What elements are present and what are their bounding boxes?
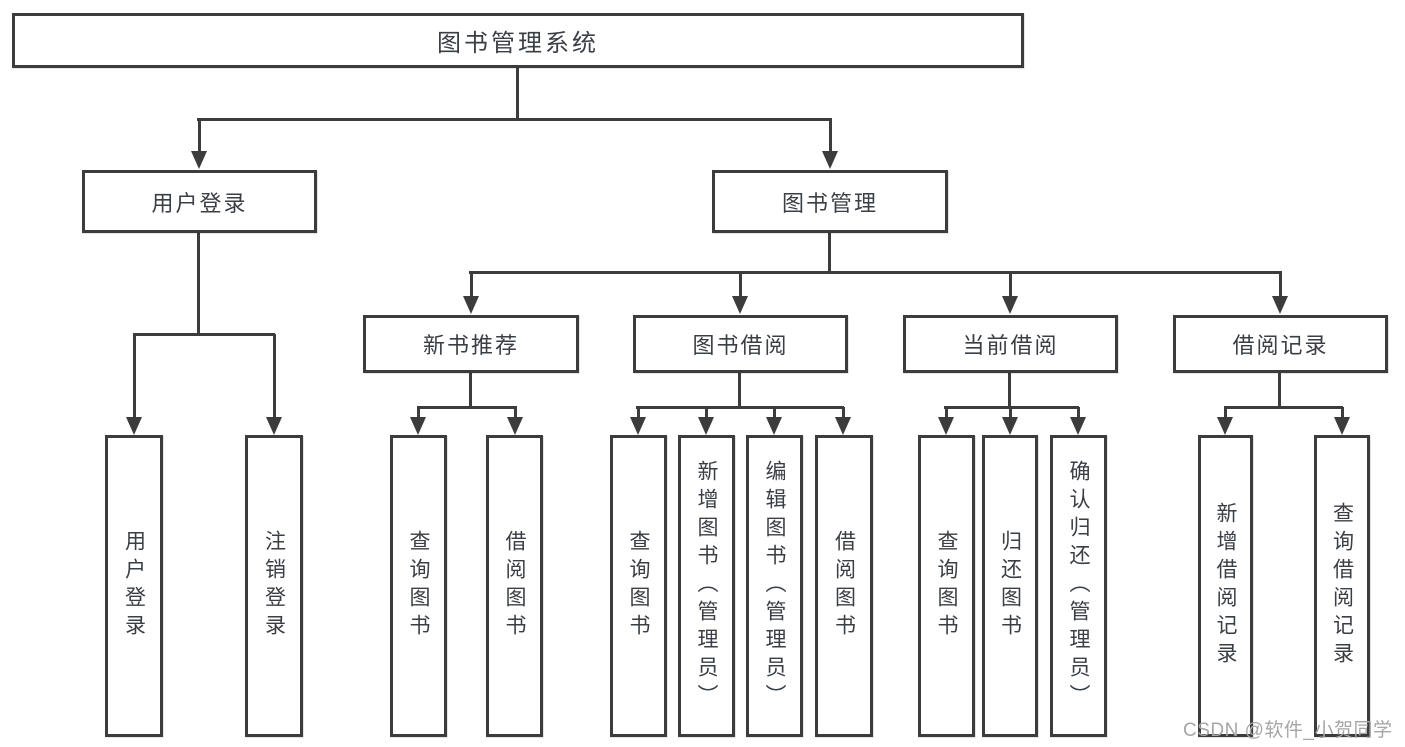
leaf-borrow-books-recommend: 借阅图书 (486, 435, 543, 737)
arrow-head-icon (463, 296, 479, 314)
connector-stem (516, 68, 519, 120)
arrow-head-icon (266, 417, 282, 435)
arrow-head-icon (835, 417, 851, 435)
connector-stem (1278, 373, 1281, 409)
node-label: 新增图书（管理员） (695, 460, 718, 712)
arrow-shaft (133, 334, 136, 419)
leaf-edit-book-admin: 编辑图书（管理员） (746, 435, 803, 737)
arrow-shaft (705, 407, 708, 419)
leaf-return-books: 归还图书 (982, 435, 1038, 737)
connector-stem (828, 233, 831, 274)
node-label: 查询图书 (935, 530, 958, 642)
connector-stem (1008, 373, 1011, 409)
node-label: 归还图书 (998, 530, 1022, 642)
arrow-head-icon (1070, 417, 1086, 435)
arrow-shaft (273, 334, 276, 419)
arrow-head-icon (630, 417, 646, 435)
node-label: 确认归还（管理员） (1067, 460, 1090, 712)
arrow-head-icon (766, 417, 782, 435)
connector-hline (197, 118, 832, 121)
node-label: 借阅记录 (1232, 333, 1329, 358)
arrow-head-icon (126, 417, 142, 435)
arrow-shaft (842, 407, 845, 419)
node-library-management-system: 图书管理系统 (12, 13, 1024, 68)
arrow-head-icon (732, 296, 748, 314)
arrow-head-icon (507, 417, 523, 435)
node-borrowing-records: 借阅记录 (1173, 315, 1388, 373)
node-label: 用户登录 (122, 530, 146, 642)
leaf-borrow-books: 借阅图书 (815, 435, 873, 737)
node-label: 查询图书 (627, 530, 650, 642)
arrow-shaft (829, 119, 832, 153)
arrow-shaft (1279, 272, 1282, 298)
node-label: 图书管理 (781, 190, 878, 216)
arrow-shaft (417, 407, 420, 419)
arrow-head-icon (822, 151, 838, 169)
arrow-head-icon (1002, 417, 1018, 435)
node-label: 查询借阅记录 (1330, 502, 1354, 670)
node-new-book-recommend: 新书推荐 (363, 315, 579, 373)
node-label: 新增借阅记录 (1214, 502, 1237, 670)
node-book-management: 图书管理 (712, 170, 948, 233)
arrow-shaft (470, 272, 473, 298)
node-label: 新书推荐 (422, 333, 519, 358)
leaf-confirm-return-admin: 确认归还（管理员） (1050, 435, 1107, 737)
connector-hline (1224, 406, 1343, 409)
arrow-shaft (514, 407, 517, 419)
node-label: 图书借阅 (692, 333, 789, 358)
connector-hline (133, 333, 275, 336)
arrow-shaft (739, 272, 742, 298)
node-book-borrowing: 图书借阅 (633, 315, 848, 373)
arrow-shaft (198, 119, 201, 153)
arrow-head-icon (1334, 417, 1350, 435)
arrow-shaft (1009, 272, 1012, 298)
arrow-shaft (1224, 407, 1227, 419)
arrow-shaft (1341, 407, 1344, 419)
connector-stem (197, 233, 200, 336)
connector-hline (417, 406, 517, 409)
connector-stem (738, 373, 741, 409)
arrow-shaft (637, 407, 640, 419)
node-label: 借阅图书 (832, 530, 856, 642)
leaf-user-login: 用户登录 (105, 435, 163, 737)
arrow-head-icon (938, 417, 954, 435)
node-label: 借阅图书 (503, 530, 526, 642)
node-user-login: 用户登录 (82, 170, 317, 233)
node-label: 编辑图书（管理员） (763, 460, 786, 712)
leaf-query-borrow-record: 查询借阅记录 (1314, 435, 1370, 737)
watermark: CSDN @软件_小贺同学 (1183, 720, 1393, 741)
leaf-add-borrow-record: 新增借阅记录 (1198, 435, 1253, 737)
arrow-shaft (1009, 407, 1012, 419)
node-label: 查询图书 (407, 530, 430, 642)
leaf-logout: 注销登录 (245, 435, 303, 737)
arrow-shaft (773, 407, 776, 419)
leaf-query-books-borrowing: 查询图书 (610, 435, 667, 737)
node-label: 图书管理系统 (437, 30, 599, 57)
arrow-head-icon (1217, 417, 1233, 435)
node-label: 用户登录 (151, 190, 248, 216)
leaf-query-books-recommend: 查询图书 (390, 435, 447, 737)
node-current-borrowing: 当前借阅 (903, 315, 1118, 373)
arrow-head-icon (191, 151, 207, 169)
node-label: 注销登录 (262, 530, 286, 642)
arrow-head-icon (1272, 296, 1288, 314)
connector-hline (636, 406, 844, 409)
arrow-shaft (945, 407, 948, 419)
arrow-head-icon (698, 417, 714, 435)
connector-hline (469, 271, 1282, 274)
leaf-add-book-admin: 新增图书（管理员） (678, 435, 735, 737)
arrow-shaft (1077, 407, 1080, 419)
leaf-query-books-current: 查询图书 (918, 435, 975, 737)
node-label: 当前借阅 (962, 333, 1059, 358)
connector-stem (469, 373, 472, 409)
arrow-head-icon (410, 417, 426, 435)
arrow-head-icon (1002, 296, 1018, 314)
